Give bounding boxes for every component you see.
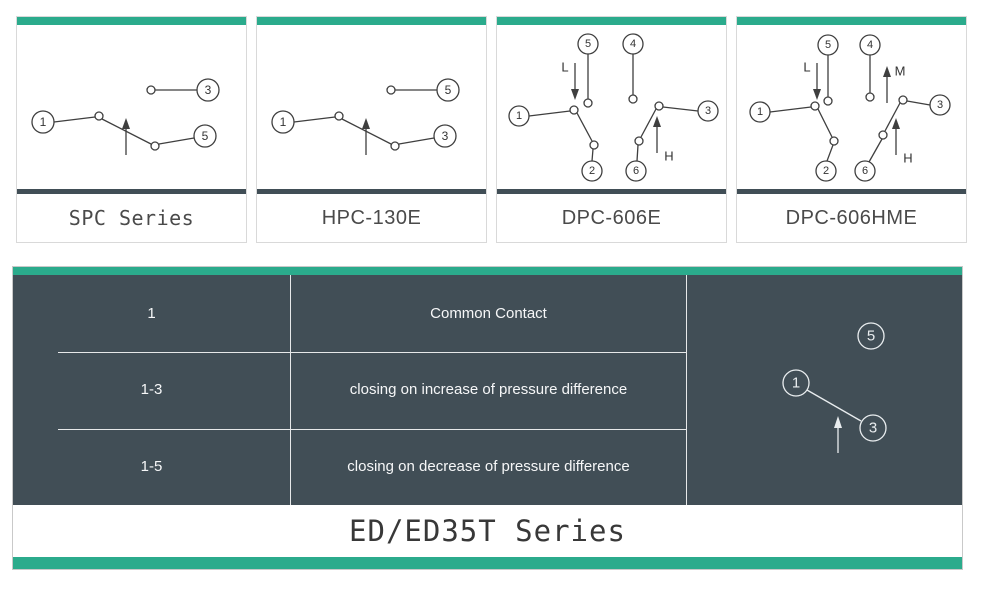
terminal-common: 1 bbox=[280, 115, 287, 129]
letter-low: L bbox=[561, 60, 568, 75]
terminal-1: 1 bbox=[791, 374, 799, 391]
card-accent-bar bbox=[17, 17, 246, 25]
table-row-divider bbox=[58, 352, 687, 353]
terminal-1: 1 bbox=[516, 110, 522, 122]
terminal-common: 1 bbox=[40, 115, 47, 129]
panel-accent-bar-bottom bbox=[13, 557, 962, 569]
panel-accent-bar-top bbox=[13, 267, 962, 275]
contact-function-table: 1 Common Contact 5 1 3 1-3 closing on in… bbox=[13, 275, 962, 505]
high-arrow-icon bbox=[892, 118, 900, 129]
card-divider bbox=[257, 189, 486, 194]
terminal-bottom: 5 bbox=[202, 129, 209, 143]
actuation-arrow-icon bbox=[833, 415, 842, 428]
series-card-dpc606e: L H 5 4 1 2 3 6 DPC-606E bbox=[496, 16, 727, 243]
low-arrow-icon bbox=[813, 89, 821, 100]
terminal-4: 4 bbox=[630, 38, 636, 50]
card-accent-bar bbox=[497, 17, 726, 25]
mid-arrow-icon bbox=[883, 66, 891, 77]
card-accent-bar bbox=[737, 17, 966, 25]
letter-high: H bbox=[664, 149, 673, 164]
table-cell-desc-2: closing on increase of pressure differen… bbox=[291, 351, 687, 429]
terminal-3: 3 bbox=[868, 419, 876, 436]
table-cell-desc-1: Common Contact bbox=[291, 275, 687, 352]
card-label: HPC-130E bbox=[321, 206, 422, 229]
terminal-2: 2 bbox=[589, 165, 595, 177]
series-card-spc: 1 3 5 SPC Series bbox=[16, 16, 247, 243]
letter-mid: M bbox=[895, 64, 906, 79]
terminal-5: 5 bbox=[585, 38, 591, 50]
terminal-bottom: 3 bbox=[442, 129, 449, 143]
ed-series-panel: 1 Common Contact 5 1 3 1-3 closing on in… bbox=[12, 266, 963, 570]
series-card-hpc130e: 1 5 3 HPC-130E bbox=[256, 16, 487, 243]
terminal-3: 3 bbox=[705, 105, 711, 117]
table-cell-pins-1: 1 bbox=[13, 275, 291, 352]
dpc606e-circuit-svg: L H 5 4 1 2 3 6 bbox=[508, 33, 719, 182]
series-cards-row: 1 3 5 SPC Series bbox=[16, 16, 967, 243]
terminal-3: 3 bbox=[937, 99, 943, 111]
high-arrow-icon bbox=[653, 116, 661, 127]
table-cell-pins-2: 1-3 bbox=[13, 351, 291, 429]
card-divider bbox=[17, 189, 246, 194]
card-label: DPC-606HME bbox=[785, 206, 918, 229]
table-row-divider bbox=[58, 429, 687, 430]
low-arrow-icon bbox=[571, 89, 579, 100]
hpc130e-circuit-svg: 1 5 3 bbox=[271, 78, 460, 155]
terminal-top: 5 bbox=[445, 83, 452, 97]
card-divider bbox=[497, 189, 726, 194]
letter-low: L bbox=[803, 60, 810, 75]
dpc606hme-circuit-svg: L M H 5 4 1 2 3 6 bbox=[749, 34, 951, 182]
letter-high: H bbox=[903, 151, 912, 166]
actuation-arrow-icon bbox=[122, 118, 130, 129]
terminal-6: 6 bbox=[862, 165, 868, 177]
terminal-6: 6 bbox=[633, 165, 639, 177]
spc-circuit-svg: 1 3 5 bbox=[31, 78, 220, 155]
terminal-2: 2 bbox=[823, 165, 829, 177]
table-cell-pins-3: 1-5 bbox=[13, 428, 291, 505]
ed-schematic-cell: 5 1 3 bbox=[687, 275, 962, 505]
actuation-arrow-icon bbox=[362, 118, 370, 129]
ed-schematic-svg: 5 1 3 bbox=[781, 322, 887, 453]
hpc130e-circuit-diagram: 1 5 3 bbox=[257, 25, 486, 189]
card-label: DPC-606E bbox=[561, 206, 662, 229]
table-cell-desc-3: closing on decrease of pressure differen… bbox=[291, 428, 687, 505]
terminal-4: 4 bbox=[867, 39, 873, 51]
spc-circuit-diagram: 1 3 5 bbox=[17, 25, 246, 189]
card-accent-bar bbox=[257, 17, 486, 25]
dpc606hme-circuit-diagram: L M H 5 4 1 2 3 6 bbox=[737, 25, 966, 189]
terminal-1: 1 bbox=[757, 106, 763, 118]
terminal-5: 5 bbox=[866, 327, 874, 344]
card-label: SPC Series bbox=[68, 206, 195, 230]
series-title: ED/ED35T Series bbox=[13, 505, 962, 557]
series-card-dpc606hme: L M H 5 4 1 2 3 6 DPC-606HME bbox=[736, 16, 967, 243]
card-divider bbox=[737, 189, 966, 194]
terminal-5: 5 bbox=[825, 39, 831, 51]
dpc606e-circuit-diagram: L H 5 4 1 2 3 6 bbox=[497, 25, 726, 189]
terminal-top: 3 bbox=[205, 83, 212, 97]
